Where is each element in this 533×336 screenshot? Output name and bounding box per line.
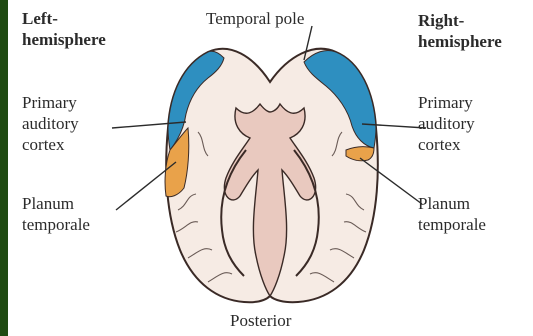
right-planum-line1: Planum (418, 193, 486, 214)
left-planum-line2: temporale (22, 214, 90, 235)
left-primary-auditory-line3: cortex (22, 134, 79, 155)
right-planum-label: Planum temporale (418, 193, 486, 235)
right-planum-line2: temporale (418, 214, 486, 235)
left-planum-line1: Planum (22, 193, 90, 214)
temporal-pole-label: Temporal pole (206, 8, 304, 29)
left-primary-auditory-line2: auditory (22, 113, 79, 134)
left-hemisphere-title-line1: Left- (22, 8, 106, 29)
right-hemisphere-title-line2: hemisphere (418, 31, 502, 52)
right-primary-auditory-line2: auditory (418, 113, 475, 134)
right-primary-auditory-label: Primary auditory cortex (418, 92, 475, 155)
left-hemisphere-title: Left- hemisphere (22, 8, 106, 50)
left-planum-label: Planum temporale (22, 193, 90, 235)
right-hemisphere-title-line1: Right- (418, 10, 502, 31)
left-primary-auditory-label: Primary auditory cortex (22, 92, 79, 155)
left-hemisphere-title-line2: hemisphere (22, 29, 106, 50)
right-hemisphere-title: Right- hemisphere (418, 10, 502, 52)
figure-panel: Left- hemisphere Right- hemisphere Tempo… (8, 0, 533, 336)
right-primary-auditory-line3: cortex (418, 134, 475, 155)
left-primary-auditory-line1: Primary (22, 92, 79, 113)
right-primary-auditory-line1: Primary (418, 92, 475, 113)
posterior-label: Posterior (230, 310, 291, 331)
